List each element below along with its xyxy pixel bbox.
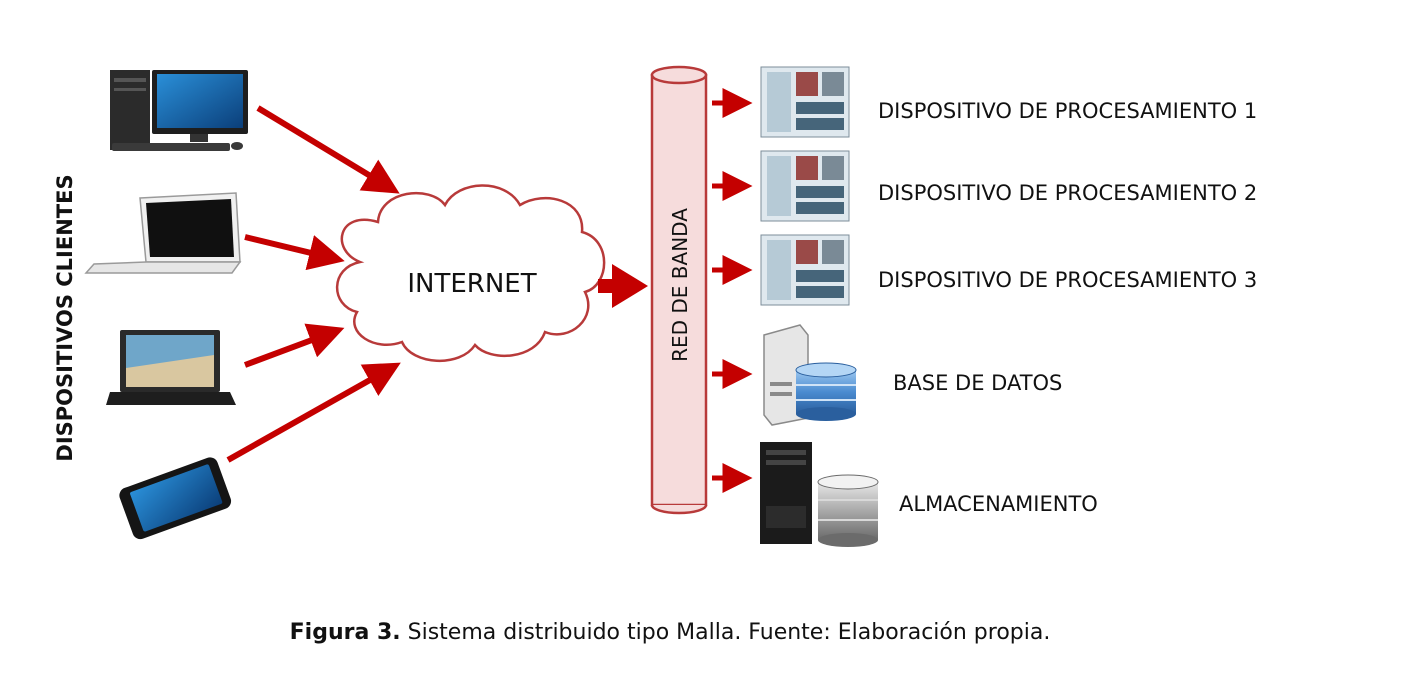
arrow (226, 362, 401, 463)
server-rack-icon (760, 66, 850, 138)
database-server-icon (763, 324, 857, 426)
clients-label: DISPOSITIVOS CLIENTES (53, 174, 77, 461)
device-label: DISPOSITIVO DE PROCESAMIENTO 2 (878, 181, 1257, 205)
figure-caption-text: Sistema distribuido tipo Malla. Fuente: … (400, 620, 1051, 645)
internet-to-bus-arrow (598, 264, 648, 308)
figure-caption: Figura 3. Sistema distribuido tipo Malla… (0, 620, 1340, 645)
device-label: DISPOSITIVO DE PROCESAMIENTO 3 (878, 268, 1257, 292)
smartphone-icon (119, 457, 232, 540)
storage-tower-icon (760, 442, 879, 547)
arrow (243, 323, 345, 368)
desktop-computer-icon (110, 70, 248, 151)
device-label: DISPOSITIVO DE PROCESAMIENTO 1 (878, 99, 1257, 123)
laptop-icon (84, 192, 242, 274)
arrow (244, 234, 345, 271)
arrow (256, 105, 400, 194)
device-label: ALMACENAMIENTO (899, 492, 1098, 516)
figure-caption-label: Figura 3. (289, 620, 401, 645)
internet-cloud: INTERNET (335, 184, 606, 363)
band-network-bus: RED DE BANDA (650, 65, 708, 515)
server-rack-icon (760, 150, 850, 222)
internet-label: INTERNET (407, 269, 536, 299)
device-arrows (712, 88, 753, 493)
laptop-icon (106, 330, 236, 405)
device-label: BASE DE DATOS (893, 371, 1062, 395)
bus-label: RED DE BANDA (668, 208, 692, 362)
client-arrows (226, 105, 401, 463)
server-rack-icon (760, 234, 850, 306)
